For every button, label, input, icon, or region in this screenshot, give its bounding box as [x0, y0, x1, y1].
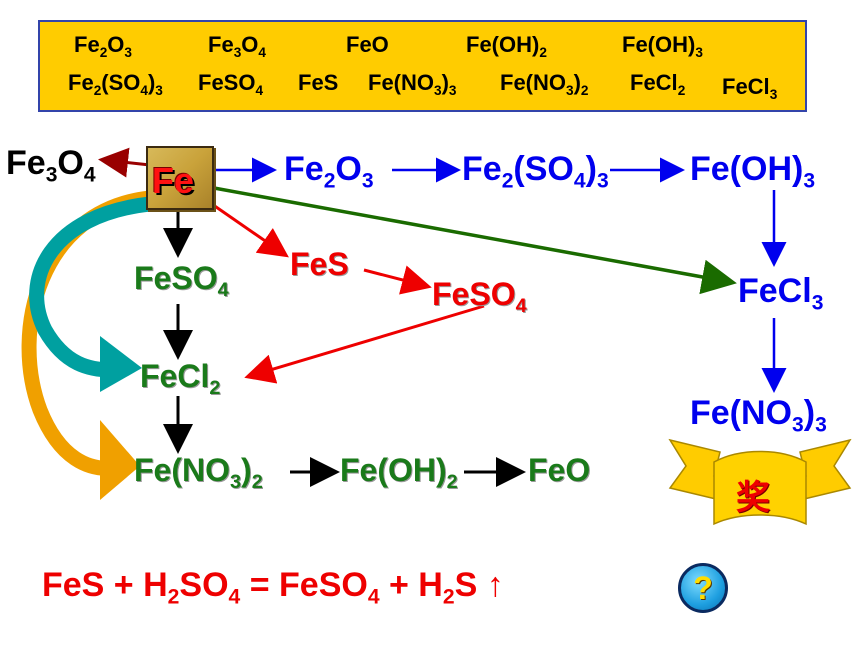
list-feso4: FeSO4 [198, 70, 264, 98]
list-fecl2: FeCl2 [630, 70, 686, 98]
fe-center-label: Fe [152, 160, 195, 201]
arrow-feso4-to-fecl2 [244, 304, 485, 384]
help-button-label: ? [693, 569, 713, 606]
list-fecl3: FeCl3 [722, 74, 778, 102]
formula-feoh3: Fe(OH)3 [690, 150, 816, 193]
list-fe2so43: Fe2(SO4)3 [68, 70, 163, 98]
formula-feso4-green: FeSO4 [134, 260, 229, 301]
formula-fe3o4: Fe3O4 [6, 144, 96, 187]
award-ribbon[interactable] [668, 438, 852, 526]
formula-feo: FeO [528, 452, 591, 488]
gas-arrow-icon: ↑ [486, 566, 504, 604]
arrow-fes-to-feso4 [363, 265, 432, 295]
formula-fe2so43: Fe2(SO4)3 [462, 150, 609, 193]
fe-center-box [146, 146, 214, 210]
formula-fecl2: FeCl2 [140, 358, 221, 399]
equation-text: FeS + H2SO4 = FeSO4 + H2S [42, 566, 478, 609]
formula-fe2o3: Fe2O3 [284, 150, 374, 193]
compound-list-box [38, 20, 807, 112]
formula-feoh2: Fe(OH)2 [340, 452, 458, 493]
award-label: 奖 [736, 478, 770, 518]
formula-feso4-red: FeSO4 [432, 276, 527, 317]
list-feno32: Fe(NO3)2 [500, 70, 589, 98]
formula-feno33: Fe(NO3)3 [690, 394, 827, 437]
arrow-fe-to-fes [205, 198, 289, 258]
list-feno33: Fe(NO3)3 [368, 70, 457, 98]
arrow-fe-to-fecl3 [213, 186, 737, 295]
help-button[interactable]: ? [678, 563, 728, 613]
teal-curve-arrow [29, 196, 151, 378]
teal-arrowhead [100, 336, 142, 392]
formula-feno32: Fe(NO3)2 [134, 452, 263, 493]
list-fe3o4: Fe3O4 [208, 32, 266, 60]
equation: FeS + H2SO4 = FeSO4 + H2S ↑ [42, 566, 504, 609]
formula-fecl3: FeCl3 [738, 272, 824, 315]
orange-arrowhead [100, 420, 140, 500]
list-fe2o3: Fe2O3 [74, 32, 132, 60]
arrow-fe-to-fe3o4 [98, 147, 151, 178]
list-fes: FeS [298, 70, 339, 95]
list-feoh3: Fe(OH)3 [622, 32, 703, 60]
formula-fes: FeS [290, 246, 349, 282]
list-feo: FeO [346, 32, 389, 57]
list-feoh2: Fe(OH)2 [466, 32, 547, 60]
